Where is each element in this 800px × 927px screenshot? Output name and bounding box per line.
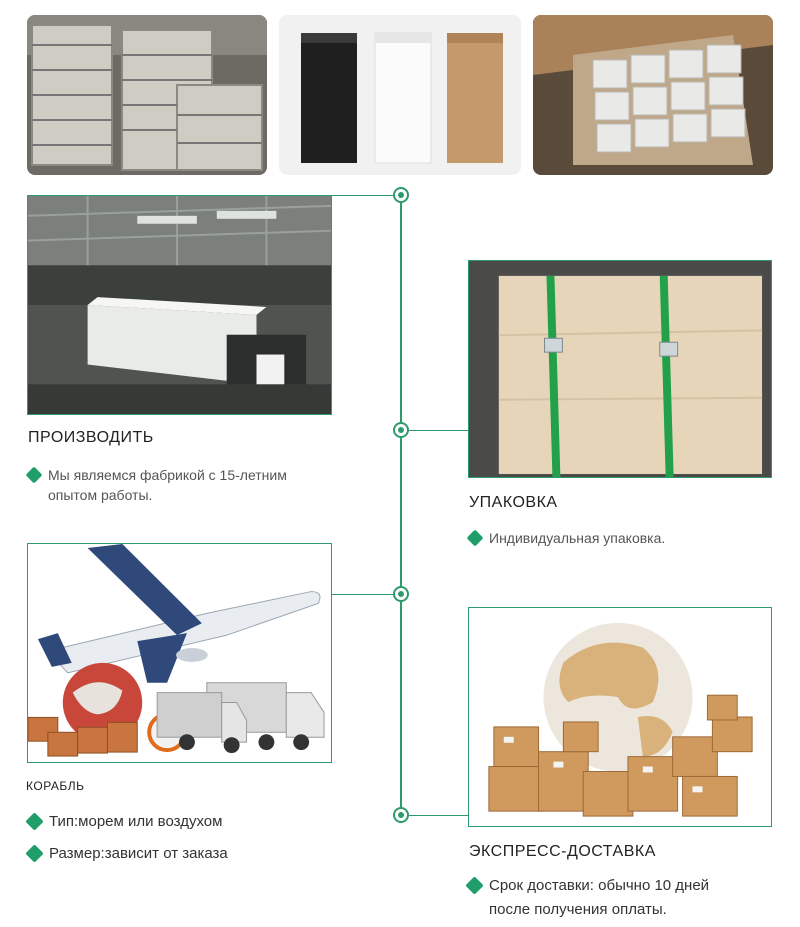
bullet-line: Размер:зависит от заказа — [49, 845, 228, 862]
connector-line — [409, 815, 469, 816]
section-title-shipping: КОРАБЛЬ — [26, 779, 85, 793]
bullet-text: Срок доставки: обычно 10 дней после полу… — [489, 874, 709, 922]
photo-carton-grid — [533, 15, 773, 175]
diamond-bullet-icon — [25, 466, 43, 484]
diamond-bullet-icon — [25, 812, 44, 831]
bullet-text: Мы являемся фабрикой с 15-летним опытом … — [48, 465, 287, 505]
bullet-line: опытом работы. — [48, 487, 153, 503]
bullet-shipping-size: Размер:зависит от заказа — [25, 842, 326, 866]
connector-line — [332, 594, 394, 595]
bullet-produce: Мы являемся фабрикой с 15-летним опытом … — [25, 465, 326, 505]
bullet-packaging: Индивидуальная упаковка. — [466, 528, 777, 548]
photo-globe-boxes — [468, 607, 772, 827]
photo-strapped-pallet — [468, 260, 772, 478]
photo-plane-truck — [27, 543, 332, 763]
connector-line — [332, 195, 394, 196]
bullet-line: Тип:морем или воздухом — [49, 813, 223, 830]
photo-gift-boxes — [279, 15, 521, 175]
section-title-packaging: УПАКОВКА — [469, 494, 558, 511]
section-title-express: ЭКСПРЕСС-ДОСТАВКА — [469, 843, 656, 860]
bullet-line: Срок доставки: обычно 10 дней — [489, 877, 710, 894]
connector-line — [409, 430, 469, 431]
diamond-bullet-icon — [25, 844, 44, 863]
photo-metal-boxes — [27, 15, 267, 175]
timeline-node — [393, 807, 409, 823]
timeline-node — [393, 586, 409, 602]
timeline-node — [393, 187, 409, 203]
bullet-line: Мы являемся фабрикой с 15-летним — [48, 467, 287, 483]
section-title-produce: ПРОИЗВОДИТЬ — [28, 429, 154, 446]
bullet-express: Срок доставки: обычно 10 дней после полу… — [465, 874, 786, 922]
timeline-line — [400, 195, 402, 815]
bullet-line: после получения оплаты. — [489, 901, 667, 918]
bullet-shipping-type: Тип:морем или воздухом — [25, 810, 326, 834]
bullet-line: Индивидуальная упаковка. — [489, 530, 666, 546]
diamond-bullet-icon — [465, 876, 484, 895]
diamond-bullet-icon — [466, 529, 484, 547]
timeline-node — [393, 422, 409, 438]
photo-factory — [27, 195, 332, 415]
